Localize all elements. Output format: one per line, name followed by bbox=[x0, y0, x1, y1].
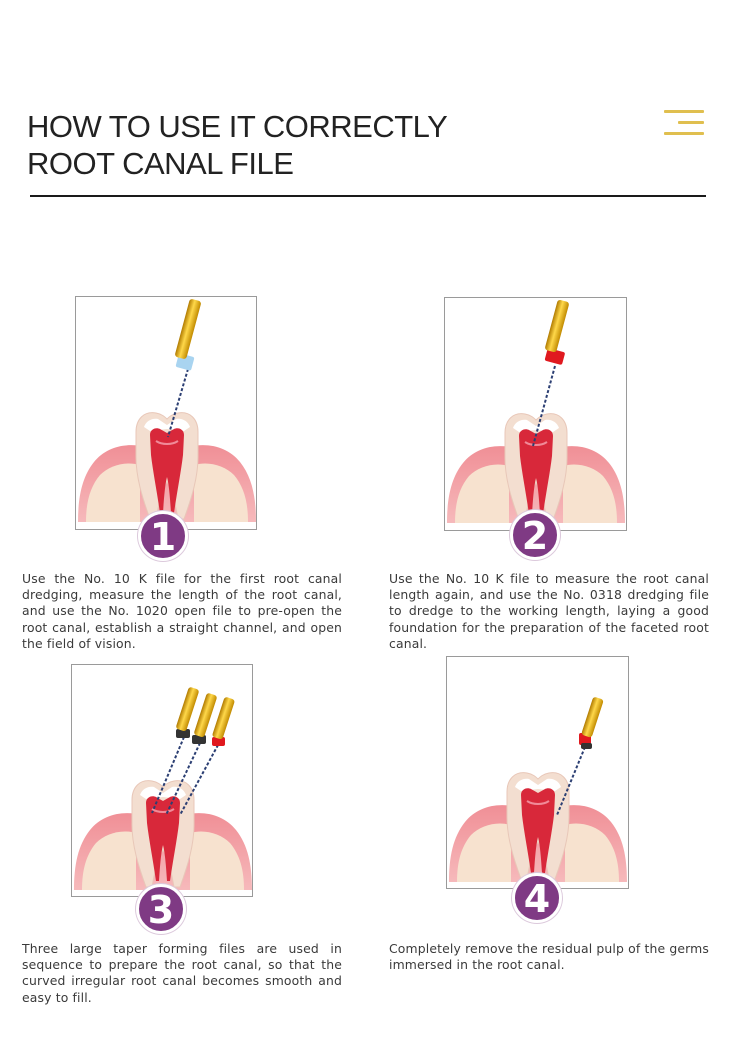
page-title: HOW TO USE IT CORRECTLY ROOT CANAL FILE bbox=[27, 108, 587, 182]
menu-bar bbox=[678, 121, 704, 124]
step-2-number: 2 bbox=[521, 514, 549, 558]
tooth-file-drawing bbox=[77, 299, 257, 523]
title-divider bbox=[30, 195, 706, 197]
tooth-file-drawing bbox=[448, 697, 628, 883]
step-3-number: 3 bbox=[147, 888, 175, 932]
step-4-description: Completely remove the residual pulp of t… bbox=[389, 941, 709, 973]
menu-bar bbox=[664, 132, 704, 135]
step-1-illustration bbox=[75, 296, 257, 530]
step-2-description: Use the No. 10 K file to measure the roo… bbox=[389, 571, 709, 651]
step-4-number: 4 bbox=[523, 877, 551, 921]
step-4-badge: 4 bbox=[512, 873, 562, 923]
menu-bar bbox=[664, 110, 704, 113]
step-3-description: Three large taper forming files are used… bbox=[22, 941, 342, 1005]
step-3-illustration bbox=[71, 664, 253, 897]
menu-icon[interactable] bbox=[664, 110, 704, 136]
step-3-badge: 3 bbox=[136, 884, 186, 934]
step-2-badge: 2 bbox=[510, 510, 560, 560]
title-line-1: HOW TO USE IT CORRECTLY bbox=[27, 109, 448, 144]
step-4-illustration bbox=[446, 656, 629, 889]
step-1-badge: 1 bbox=[138, 511, 188, 561]
step-1-description: Use the No. 10 K file for the first root… bbox=[22, 571, 342, 651]
step-2-illustration bbox=[444, 297, 627, 531]
title-line-2: ROOT CANAL FILE bbox=[27, 146, 294, 181]
tooth-file-drawing bbox=[73, 687, 253, 891]
tooth-file-drawing bbox=[446, 300, 626, 524]
step-1-number: 1 bbox=[149, 515, 177, 559]
